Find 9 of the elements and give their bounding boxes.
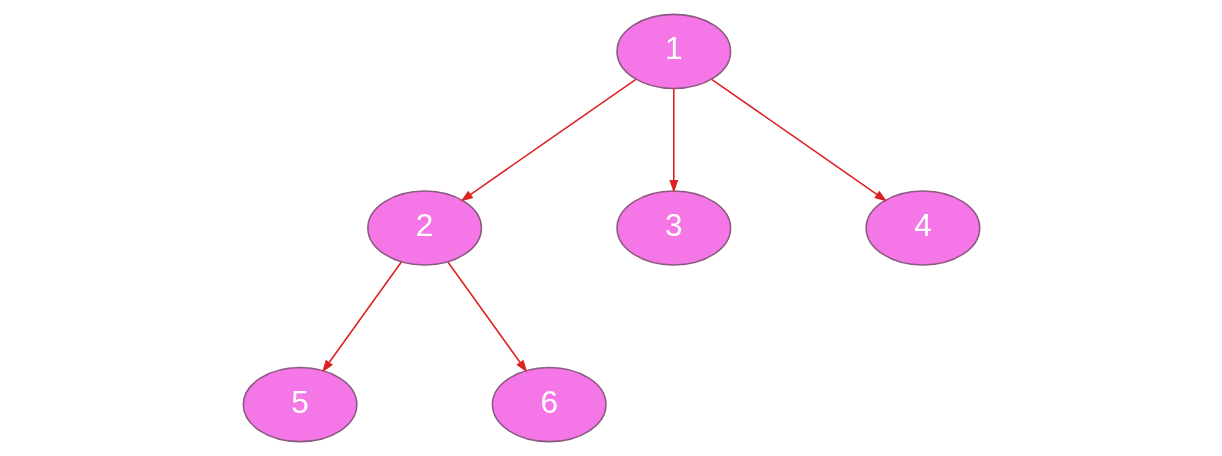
arrow xyxy=(710,78,887,202)
arrow xyxy=(459,78,637,202)
node-ellipse: 5 xyxy=(242,366,358,443)
arrow xyxy=(321,261,402,373)
arrow xyxy=(668,87,678,193)
arrow xyxy=(446,261,527,373)
node-ellipse: 1 xyxy=(615,13,731,90)
node-ellipse: 3 xyxy=(615,190,731,266)
node-ellipse: 6 xyxy=(491,366,607,443)
